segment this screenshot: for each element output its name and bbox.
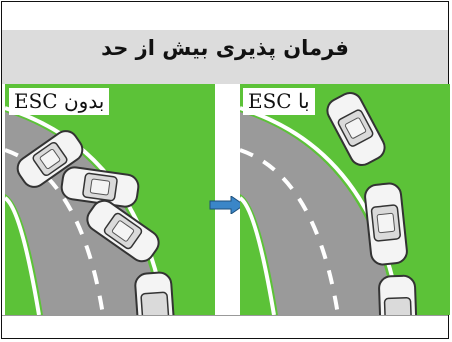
car-spin-2 xyxy=(60,166,140,208)
scene-without-esc xyxy=(5,84,215,315)
car-stable-2 xyxy=(364,182,408,266)
road-center-line xyxy=(240,148,340,315)
car-stable-3 xyxy=(378,274,418,315)
arrow-right-icon xyxy=(209,196,245,214)
car-spin-1 xyxy=(16,130,84,188)
road-center-line xyxy=(5,148,105,315)
road-edge-inner xyxy=(5,196,41,315)
road xyxy=(240,112,395,315)
car-spin-4 xyxy=(134,271,176,315)
road-edge-inner xyxy=(240,196,276,315)
label-with-esc: با ESC xyxy=(243,88,315,115)
panel-without-esc xyxy=(5,84,215,315)
scene-with-esc xyxy=(240,84,450,315)
road-edge-outer xyxy=(240,106,402,315)
car-spin-3 xyxy=(86,199,160,263)
car-stable-1 xyxy=(326,91,386,167)
figure-title: فرمان پذیری بیش از حد xyxy=(101,36,349,60)
panel-with-esc xyxy=(240,84,450,315)
title-band xyxy=(2,30,448,84)
bottom-divider xyxy=(2,315,448,316)
label-without-esc: بدون ESC xyxy=(9,88,110,115)
